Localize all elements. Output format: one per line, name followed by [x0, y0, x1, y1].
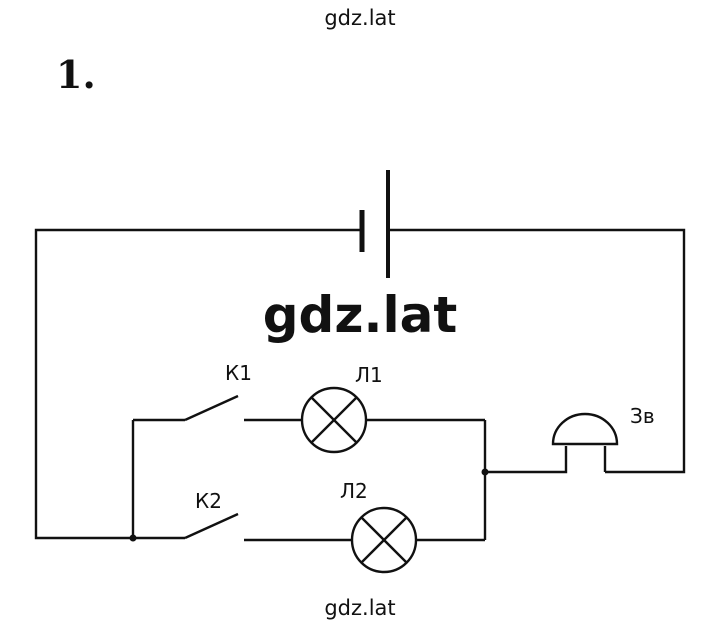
- watermark-bottom: gdz.lat: [324, 596, 396, 620]
- lamp-l1-label: Л1: [355, 363, 383, 387]
- lamp-l2-label: Л2: [340, 479, 368, 503]
- top-right-wire: [388, 228, 686, 474]
- switch-k1: [184, 394, 239, 422]
- watermark-top: gdz.lat: [324, 6, 396, 30]
- task-number: 1.: [56, 52, 96, 97]
- switch-k1-label: К1: [225, 361, 252, 385]
- watermark-center: gdz.lat: [262, 286, 458, 344]
- bell-icon: [551, 412, 619, 446]
- switch-k2-label: К2: [195, 489, 222, 513]
- bell-left-wire: [485, 446, 568, 474]
- lamp-l2: [350, 506, 418, 574]
- bell-label: Зв: [630, 404, 655, 428]
- lamp-l1: [300, 386, 368, 454]
- top-left-wire: [34, 228, 362, 540]
- switch-k2: [184, 512, 239, 540]
- left-junction-node: [129, 534, 137, 542]
